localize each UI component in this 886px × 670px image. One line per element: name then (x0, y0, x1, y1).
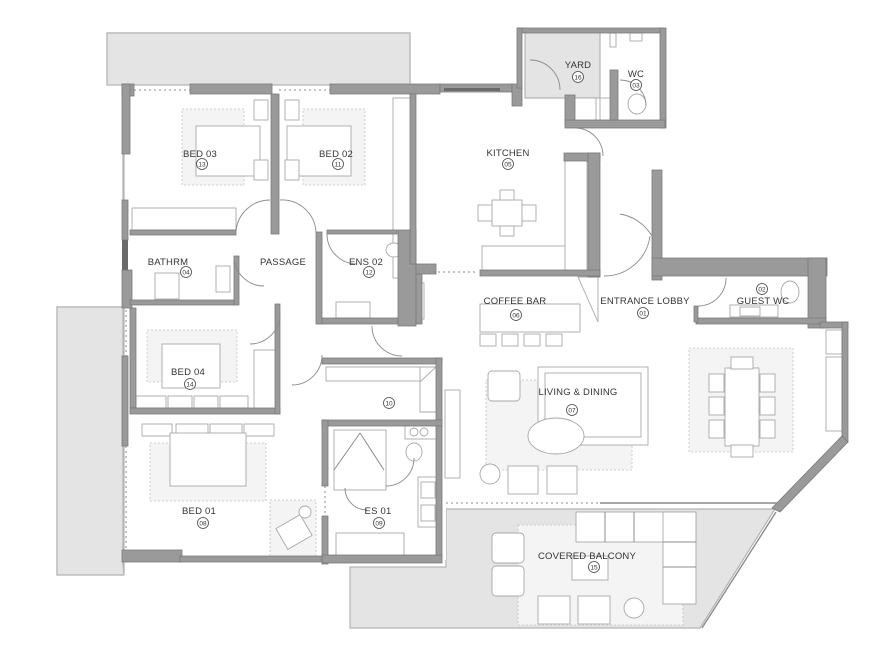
svg-text:14: 14 (186, 382, 194, 389)
glazing (125, 89, 778, 629)
room-living-dining: LIVING & DINING 07 (538, 387, 617, 416)
room-yard: YARD 16 (565, 60, 592, 83)
room-guest-wc: GUEST WC 02 (737, 283, 790, 307)
svg-text:WC: WC (628, 69, 644, 80)
svg-text:ENTRANCE LOBBY: ENTRANCE LOBBY (600, 296, 690, 307)
room-es01: ES 01 09 (365, 506, 392, 529)
room-entrance-lobby: ENTRANCE LOBBY 01 (600, 296, 690, 319)
svg-text:10: 10 (385, 401, 393, 408)
svg-text:05: 05 (504, 162, 512, 169)
svg-text:02: 02 (758, 287, 766, 294)
room-10: 10 (383, 397, 395, 409)
svg-text:08: 08 (199, 521, 207, 528)
svg-text:PASSAGE: PASSAGE (260, 257, 306, 268)
svg-text:BATHRM: BATHRM (148, 257, 189, 268)
room-coffee-bar: COFFEE BAR 06 (484, 296, 547, 321)
svg-text:07: 07 (568, 408, 576, 415)
door-swings (233, 59, 727, 511)
top-strip (106, 32, 411, 86)
room-bed02: BED 02 11 (319, 149, 353, 170)
room-wc: WC 03 (628, 69, 644, 91)
svg-text:GUEST WC: GUEST WC (737, 296, 790, 307)
svg-text:11: 11 (335, 162, 342, 169)
svg-text:12: 12 (365, 270, 373, 277)
svg-text:01: 01 (639, 311, 647, 318)
svg-text:ES 01: ES 01 (365, 506, 392, 517)
room-bathrm: BATHRM 04 (148, 257, 192, 278)
room-bed04: BED 04 14 (171, 367, 205, 390)
yard-floor (524, 29, 601, 99)
svg-text:BED 04: BED 04 (171, 367, 205, 378)
furniture (131, 32, 843, 626)
svg-text:BED 03: BED 03 (183, 149, 217, 160)
left-terrace (56, 306, 125, 576)
room-ens02: ENS 02 12 (349, 257, 383, 278)
svg-text:COVERED BALCONY: COVERED BALCONY (538, 551, 636, 562)
svg-text:BED 02: BED 02 (319, 149, 353, 160)
svg-text:15: 15 (590, 565, 598, 572)
room-bed03: BED 03 13 (183, 149, 217, 170)
svg-text:ENS 02: ENS 02 (349, 257, 383, 268)
svg-text:YARD: YARD (565, 60, 592, 71)
room-bed01: BED 01 08 (182, 506, 216, 529)
svg-text:06: 06 (512, 313, 520, 320)
svg-text:16: 16 (574, 75, 582, 82)
svg-text:LIVING & DINING: LIVING & DINING (538, 387, 617, 398)
svg-text:COFFEE BAR: COFFEE BAR (484, 296, 547, 307)
walls (121, 27, 849, 565)
svg-text:13: 13 (198, 162, 206, 169)
room-labels: BED 03 13 BED 02 11 YARD 16 WC 03 KITCHE… (148, 60, 790, 573)
svg-text:BED 01: BED 01 (182, 506, 216, 517)
svg-text:04: 04 (182, 270, 190, 277)
svg-text:03: 03 (632, 83, 640, 90)
room-kitchen: KITCHEN 05 (486, 148, 529, 170)
room-passage: PASSAGE (260, 257, 306, 268)
room-covered-balcony: COVERED BALCONY 15 (538, 551, 636, 573)
svg-text:09: 09 (375, 521, 383, 528)
svg-text:KITCHEN: KITCHEN (486, 148, 529, 159)
